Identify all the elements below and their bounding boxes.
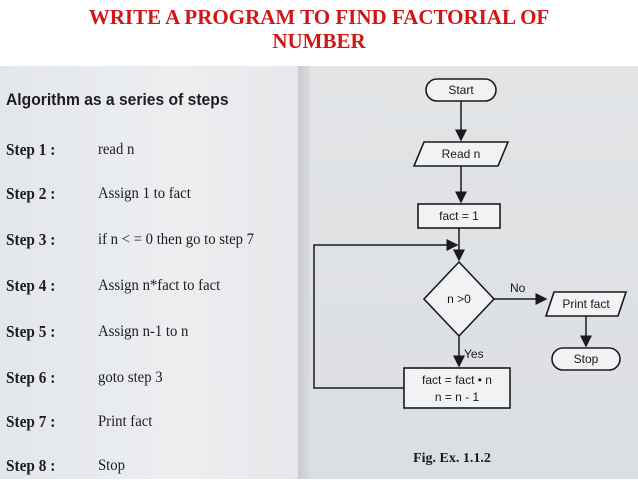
algorithm-page: Algorithm as a series of steps Step 1 : …	[0, 66, 298, 479]
algorithm-heading: Algorithm as a series of steps	[6, 90, 229, 109]
step-text: Assign 1 to fact	[98, 185, 191, 202]
slide-title: WRITE A PROGRAM TO FIND FACTORIAL OF NUM…	[0, 0, 638, 66]
loop-process-box	[403, 367, 511, 409]
step-label: Step 3 :	[6, 230, 56, 249]
step-text: Assign n*fact to fact	[98, 277, 221, 294]
step-text: Assign n-1 to n	[98, 323, 189, 340]
step-row-2: Step 2 : Assign 1 to fact	[6, 184, 298, 212]
print-output-box	[544, 291, 628, 317]
step-row-6: Step 6 : goto step 3	[6, 368, 298, 396]
step-label: Step 7 :	[6, 412, 56, 431]
flowchart-page: Start Read n fact = 1 n >0 No Print fact…	[310, 66, 638, 479]
process-line-2: n = n - 1	[435, 390, 480, 404]
figure-caption: Fig. Ex. 1.1.2	[413, 451, 491, 466]
read-label: Read n	[442, 147, 481, 161]
step-label: Step 1 :	[6, 140, 56, 159]
title-line-1: WRITE A PROGRAM TO FIND FACTORIAL OF	[88, 5, 550, 29]
loop-back-arrow	[313, 239, 459, 389]
step-label: Step 4 :	[6, 276, 56, 295]
step-label: Step 5 :	[6, 322, 56, 341]
process-line-1: fact = fact • n	[422, 373, 492, 387]
step-label: Step 8 :	[6, 456, 56, 475]
step-row-7: Step 7 : Print fact	[6, 412, 298, 440]
decision-label: n >0	[447, 292, 471, 306]
step-row-4: Step 4 : Assign n*fact to fact	[6, 276, 298, 304]
start-label: Start	[448, 83, 474, 97]
step-text: Print fact	[98, 413, 153, 430]
yes-label: Yes	[464, 347, 484, 361]
step-row-3: Step 3 : if n < = 0 then go to step 7	[6, 230, 298, 258]
read-input-box	[412, 141, 510, 167]
step-label: Step 2 :	[6, 184, 56, 203]
init-label: fact = 1	[439, 209, 479, 223]
step-text: if n < = 0 then go to step 7	[98, 231, 255, 248]
step-row-5: Step 5 : Assign n-1 to n	[6, 322, 298, 350]
step-text: goto step 3	[98, 369, 163, 386]
step-row-1: Step 1 : read n	[6, 140, 298, 168]
stop-label: Stop	[574, 352, 599, 366]
step-label: Step 6 :	[6, 368, 56, 387]
step-row-8: Step 8 : Stop	[6, 456, 298, 484]
step-text: read n	[98, 141, 135, 158]
no-label: No	[510, 281, 526, 295]
title-line-2: NUMBER	[272, 29, 366, 53]
init-process-box	[417, 203, 501, 229]
step-text: Stop	[98, 457, 125, 474]
stop-terminator	[551, 347, 621, 371]
page-divider	[298, 66, 310, 479]
print-label: Print fact	[562, 297, 610, 311]
flowchart: Start Read n fact = 1 n >0 No Print fact…	[313, 78, 628, 466]
